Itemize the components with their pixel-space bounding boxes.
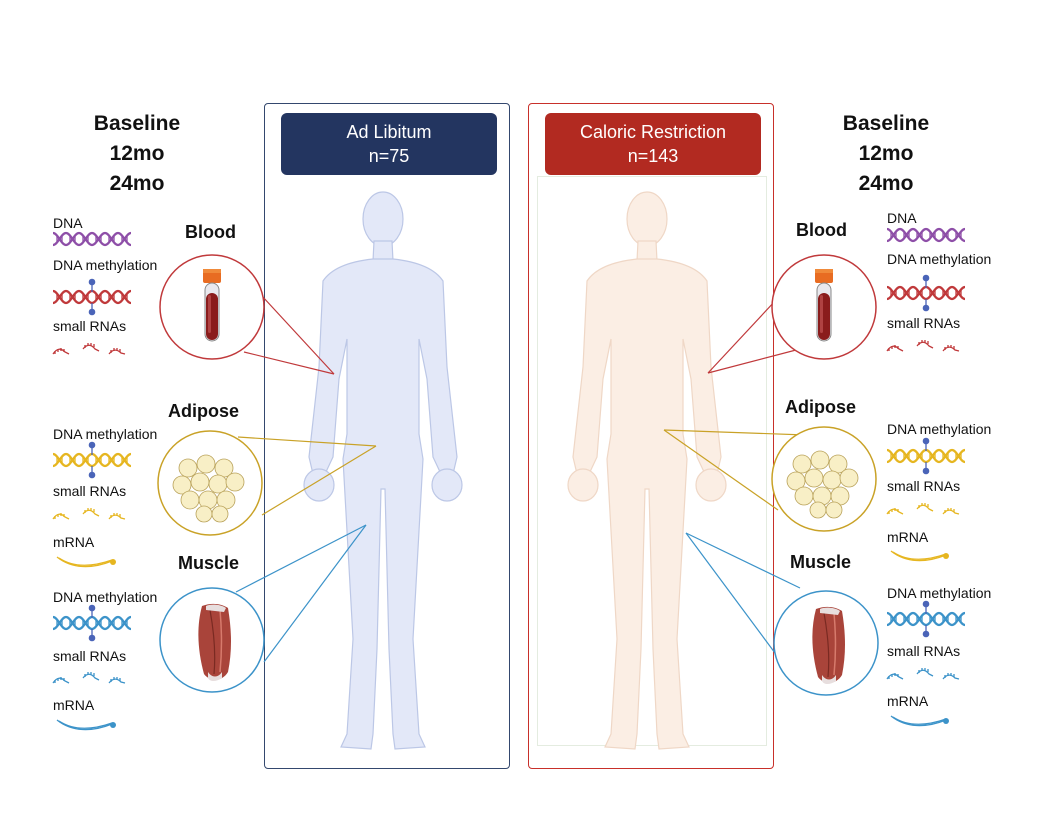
muscle-assay-mrna-right: mRNA [887, 693, 929, 709]
muscle-assay-methylation-left: DNA methylation [53, 589, 158, 605]
adipose-circle-right [771, 426, 877, 532]
mrna-cap-dot [943, 553, 949, 559]
methylated-dna-icon [885, 437, 967, 475]
timepoint-baseline: Baseline [93, 112, 181, 135]
muscle-icon [811, 606, 846, 685]
adipose-circle-left [157, 430, 263, 536]
adipose-connector-left [237, 436, 377, 516]
caloric-restriction-body [567, 191, 727, 750]
dna-helix-icon [885, 227, 967, 243]
blood-connector-right [707, 299, 797, 374]
muscle-assay-mrna-left: mRNA [53, 697, 95, 713]
ad-libitum-n: n=75 [368, 146, 410, 166]
adipose-title-right: Adipose [785, 397, 857, 417]
muscle-connector-left [235, 524, 367, 663]
timepoint-12mo: 12mo [109, 142, 165, 165]
muscle-title-left: Muscle [178, 553, 240, 573]
blood-connector-left [243, 295, 335, 375]
blood-circle-right [771, 254, 877, 360]
mrna-cap-dot [943, 718, 949, 724]
mrna-icon [890, 550, 947, 562]
timepoints-left: Baseline 12mo 24mo [62, 109, 212, 199]
muscle-title-right: Muscle [790, 552, 852, 572]
blood-tube-icon [814, 268, 834, 342]
methylated-dna-icon [51, 278, 133, 316]
caloric-restriction-name: Caloric Restriction [579, 122, 727, 142]
small-rna-icon [52, 342, 126, 355]
adipose-assay-methylation-right: DNA methylation [887, 421, 992, 437]
timepoint-baseline: Baseline [842, 112, 930, 135]
methylated-dna-icon [885, 274, 967, 312]
small-rna-icon [52, 507, 126, 520]
ad-libitum-panel [264, 103, 510, 769]
ad-libitum-name: Ad Libitum [346, 122, 432, 142]
timepoint-24mo: 24mo [858, 172, 914, 195]
blood-assay-dna-right: DNA [887, 210, 917, 226]
blood-title-left: Blood [185, 222, 236, 242]
blood-assay-methylation-left: DNA methylation [53, 257, 158, 273]
blood-assay-smallrna-left: small RNAs [53, 318, 127, 334]
adipose-assay-smallrna-left: small RNAs [53, 483, 127, 499]
blood-title-right: Blood [796, 220, 847, 240]
methylated-dna-icon [51, 441, 133, 479]
adipose-assay-smallrna-right: small RNAs [887, 478, 961, 494]
blood-assay-smallrna-right: small RNAs [887, 315, 961, 331]
caloric-restriction-panel [528, 103, 774, 769]
muscle-circle-left [159, 587, 265, 693]
adipose-assay-mrna-left: mRNA [53, 534, 95, 550]
timepoint-12mo: 12mo [858, 142, 914, 165]
mrna-icon [890, 715, 947, 727]
small-rna-icon [886, 502, 960, 515]
adipose-assay-mrna-right: mRNA [887, 529, 929, 545]
blood-circle-left [159, 254, 265, 360]
small-rna-icon [52, 671, 126, 684]
timepoints-right: Baseline 12mo 24mo [811, 109, 961, 199]
muscle-assay-methylation-right: DNA methylation [887, 585, 992, 601]
methylated-dna-icon [51, 604, 133, 642]
mrna-cap-dot [110, 722, 116, 728]
adipose-assay-methylation-left: DNA methylation [53, 426, 158, 442]
mrna-icon [56, 556, 113, 568]
adipose-title-left: Adipose [168, 401, 240, 421]
ad-libitum-header: Ad Libitum n=75 [281, 113, 497, 175]
methylated-dna-icon [885, 600, 967, 638]
caloric-restriction-inner [537, 176, 767, 746]
muscle-icon [197, 603, 232, 682]
blood-assay-methylation-right: DNA methylation [887, 251, 992, 267]
muscle-assay-smallrna-right: small RNAs [887, 643, 961, 659]
blood-tube-icon [202, 268, 222, 342]
caloric-restriction-header: Caloric Restriction n=143 [545, 113, 761, 175]
muscle-assay-smallrna-left: small RNAs [53, 648, 127, 664]
muscle-circle-right [773, 590, 879, 696]
mrna-icon [56, 719, 113, 731]
small-rna-icon [886, 339, 960, 352]
blood-assay-dna-left: DNA [53, 215, 83, 231]
timepoint-24mo: 24mo [109, 172, 165, 195]
adipose-connector-right [663, 429, 807, 511]
ad-libitum-body [303, 191, 463, 750]
muscle-connector-right [685, 532, 801, 658]
dna-helix-icon [51, 231, 133, 247]
mrna-cap-dot [110, 559, 116, 565]
caloric-restriction-n: n=143 [627, 146, 679, 166]
small-rna-icon [886, 667, 960, 680]
